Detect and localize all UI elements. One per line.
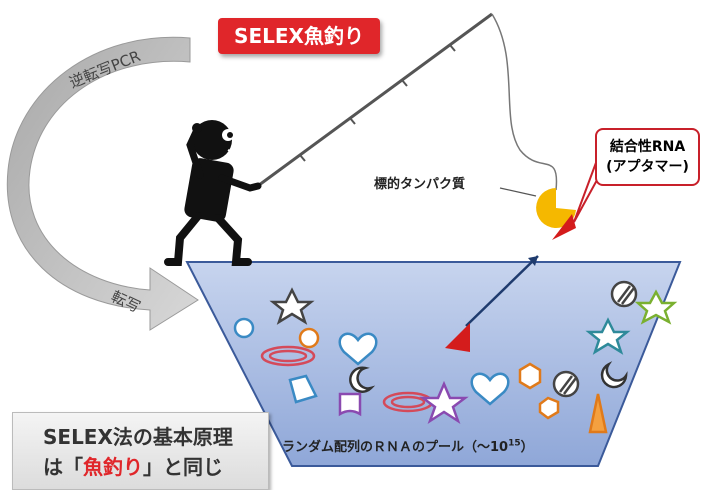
fisherman-figure: [164, 120, 262, 266]
binding-rna-label: 結合性RNA: [609, 139, 686, 155]
fishing-rod: [254, 12, 493, 190]
aptamer-callout: 結合性RNA (アプタマー): [595, 128, 700, 186]
principle-highlight: 魚釣り: [83, 455, 143, 479]
bound-aptamer: [552, 214, 576, 240]
pool-label: ランダム配列のＲＮＡのプール（〜1015）: [282, 436, 534, 455]
pool-label-close: ）: [520, 440, 534, 455]
principle-line1: SELEX法の基本原理: [43, 425, 233, 449]
fishing-line: [491, 13, 558, 191]
rna-molecules: [233, 280, 678, 434]
pool-exponent: 15: [508, 438, 521, 449]
aptamer-label: (アプタマー): [606, 159, 689, 175]
principle-line2: は「魚釣り」と同じ: [43, 451, 223, 480]
principle-box: SELEX法の基本原理 は「魚釣り」と同じ: [12, 412, 269, 490]
cycle-arrow: [6, 36, 199, 331]
target-protein-shape: [536, 188, 576, 228]
title-badge: SELEX魚釣り: [218, 18, 380, 54]
selection-arrow: [465, 255, 539, 327]
pool-aptamer: [445, 323, 470, 352]
principle-suffix: 」と同じ: [143, 455, 223, 479]
aptamer-callout-pointer: [573, 159, 598, 223]
principle-prefix: は「: [43, 455, 83, 479]
target-protein-label: 標的タンパク質: [374, 177, 466, 192]
rna-pool: [185, 261, 682, 467]
pool-label-text: ランダム配列のＲＮＡのプール（〜10: [282, 440, 509, 455]
